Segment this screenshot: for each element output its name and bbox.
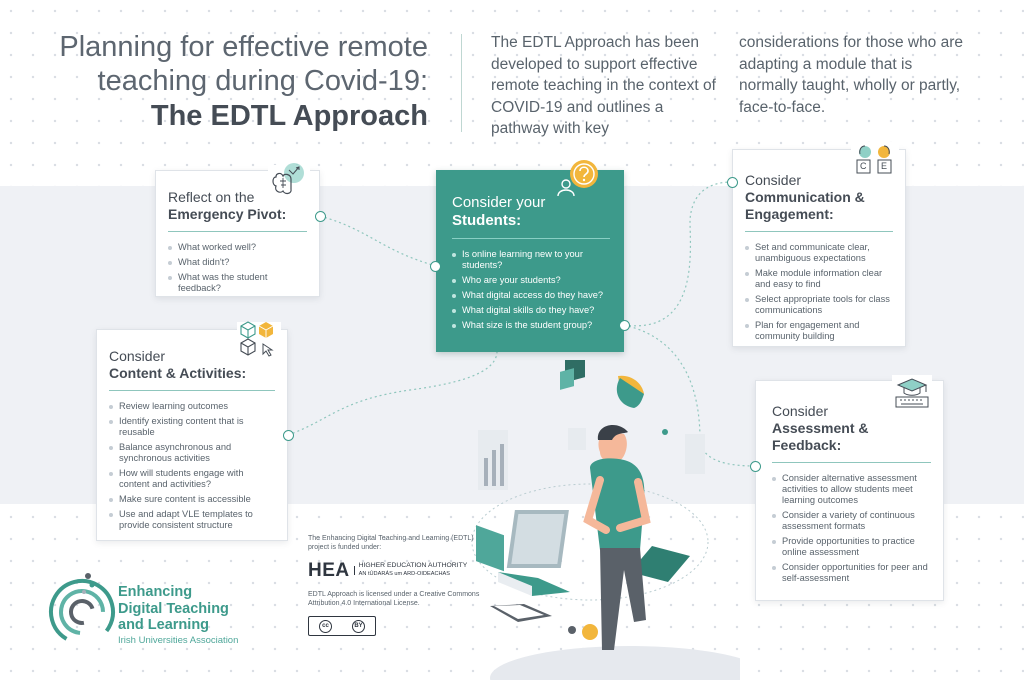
students-heading-line-1: Consider your [452,194,546,211]
icon-letter-e: E [881,161,888,171]
title-line-2: teaching during Covid-19: [97,65,428,97]
intro-text-column-2: considerations for those who are adaptin… [739,34,964,116]
logo-line-1: Enhancing [118,584,193,600]
by-icon: BY [352,619,365,633]
title-line-3: The EDTL Approach [150,100,428,132]
content-connector-node [283,430,294,441]
content-heading: Consider Content & Activities: [109,348,275,382]
list-item: Provide opportunities to practice online… [772,536,931,558]
assessment-card: Consider Assessment & Feedback: Consider… [755,375,944,601]
logo-line-4: Irish Universities Association [118,634,239,646]
logo-line-3: and Learning [118,617,210,633]
content-heading-line-2: Content & Activities: [109,365,247,381]
reflect-heading: Reflect on the Emergency Pivot: [168,189,307,223]
students-card: Consider your Students: Is online learni… [436,160,624,352]
students-rule [452,238,610,239]
list-item: Plan for engagement and community buildi… [745,320,893,342]
edtl-logo: Enhancing Digital Teaching and Learning … [118,584,238,648]
communication-rule [745,231,893,232]
list-item: Use and adapt VLE templates to provide c… [109,509,275,531]
intro-text-column-1: The EDTL Approach has been developed to … [491,34,716,137]
assessment-heading-line-1: Consider [772,403,829,419]
students-connector-node-right [619,320,630,331]
people-speech-graphic [856,145,892,174]
students-heading-line-2: Students: [452,212,522,229]
list-item: Review learning outcomes [109,401,275,412]
cubes-cursor-icon [237,321,281,358]
assessment-rule [772,462,931,463]
assessment-heading-line-3: Feedback: [772,437,842,453]
hea-logo: HEA HIGHER EDUCATION AUTHORITY AN tÚDARÁ… [308,561,488,580]
list-item: Make sure content is accessible [109,494,275,505]
list-item: Set and communicate clear, unambiguous e… [745,242,893,264]
content-card: Consider Content & Activities: Review le… [96,321,288,541]
graduation-cap-keyboard-icon [892,375,932,409]
funding-block: The Enhancing Digital Teaching and Learn… [308,534,488,636]
list-item: Make module information clear and easy t… [745,268,893,290]
reflect-heading-line-1: Reflect on the [168,189,255,205]
list-item: Balance asynchronous and synchronous act… [109,442,275,464]
assessment-list: Consider alternative assessment activiti… [772,473,931,584]
cc-by-badge[interactable]: cc BY [308,616,376,636]
content-list: Review learning outcomes Identify existi… [109,401,275,531]
reflect-rule [168,231,307,232]
assessment-connector-node [750,461,761,472]
logo-line-2: Digital Teaching [118,600,229,617]
list-item: What size is the student group? [452,320,610,331]
assessment-heading-line-2: Assessment & [772,420,869,436]
list-item: What worked well? [168,242,307,253]
list-item: What digital skills do they have? [452,305,610,316]
license-text: EDTL Approach is licensed under a Creati… [308,591,480,607]
communication-heading-line-2: Communication & [745,189,865,205]
content-rule [109,390,275,391]
list-item: Is online learning new to your students? [452,249,610,271]
communication-heading-line-3: Engagement: [745,206,834,222]
reflect-card: Reflect on the Emergency Pivot: What wor… [155,163,320,297]
list-item: Select appropriate tools for class commu… [745,294,893,316]
page-title: Planning for effective remote teaching d… [20,30,428,134]
question-person-icon [557,160,598,197]
list-item: What didn't? [168,257,307,268]
communication-list: Set and communicate clear, unambiguous e… [745,242,893,342]
list-item: How will students engage with content an… [109,468,275,490]
students-list: Is online learning new to your students?… [452,249,610,331]
list-item: What digital access do they have? [452,290,610,301]
list-item: Consider a variety of continuous assessm… [772,510,931,532]
students-heading: Consider your Students: [452,194,610,230]
brain-shuffle-icon [268,163,310,199]
list-item: Consider alternative assessment activiti… [772,473,931,506]
assessment-heading: Consider Assessment & Feedback: [772,403,931,454]
hea-mark: HEA [308,561,355,580]
list-item: Identify existing content that is reusab… [109,416,275,438]
content-heading-line-1: Consider [109,348,166,364]
hea-text: HIGHER EDUCATION AUTHORITY AN tÚDARÁS um… [355,562,468,578]
cc-icon: cc [319,619,332,633]
icon-letter-c: C [860,161,867,171]
title-divider [461,34,462,132]
student-laptop-illustration [471,360,740,680]
reflect-connector-node [315,211,326,222]
funding-text: The Enhancing Digital Teaching and Learn… [308,535,474,551]
communication-card: Consider Communication & Engagement: Set… [732,142,906,347]
list-item: What was the student feedback? [168,272,307,294]
people-speech-icon: C E [851,142,899,176]
title-line-1: Planning for effective remote [59,31,428,63]
hea-name: HIGHER EDUCATION AUTHORITY [358,562,468,569]
communication-connector-node [727,177,738,188]
communication-heading-line-1: Consider [745,172,802,188]
edtl-logo-graphic [49,573,116,645]
list-item: Consider opportunities for peer and self… [772,562,931,584]
reflect-list: What worked well? What didn't? What was … [168,242,307,294]
students-connector-node-left [430,261,441,272]
list-item: Who are your students? [452,275,610,286]
reflect-heading-line-2: Emergency Pivot: [168,206,287,222]
hea-irish-name: AN tÚDARÁS um ARD-OIDEACHAS [358,571,451,577]
communication-heading: Consider Communication & Engagement: [745,172,893,223]
